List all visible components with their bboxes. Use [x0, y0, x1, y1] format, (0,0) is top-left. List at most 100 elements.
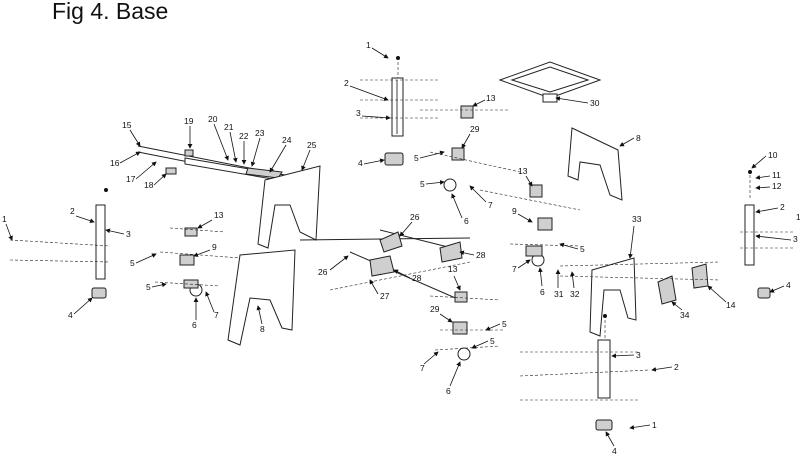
- callout: 15: [122, 120, 141, 147]
- callout: 26: [318, 255, 349, 277]
- svg-text:28: 28: [412, 273, 422, 283]
- callout: 2: [755, 202, 785, 214]
- leg-frame-8-right: [567, 127, 623, 201]
- callout: 24: [269, 135, 292, 173]
- svg-text:32: 32: [570, 289, 580, 299]
- callout: 32: [570, 271, 580, 299]
- callout: 2: [651, 362, 679, 372]
- svg-text:24: 24: [282, 135, 292, 145]
- svg-text:13: 13: [518, 166, 528, 176]
- svg-text:15: 15: [122, 120, 132, 130]
- svg-text:4: 4: [786, 280, 791, 290]
- callout: 6: [451, 193, 469, 226]
- callout: 1: [2, 214, 13, 241]
- callout: 26: [399, 212, 420, 237]
- callout: 29: [430, 304, 453, 323]
- leg-frame-33: [559, 257, 721, 337]
- svg-text:25: 25: [307, 140, 317, 150]
- callout: 30: [555, 96, 600, 108]
- wheel-assembly-left: [154, 227, 241, 297]
- svg-text:1: 1: [366, 40, 371, 50]
- callout: 5: [420, 179, 445, 189]
- svg-text:5: 5: [414, 153, 419, 163]
- svg-text:6: 6: [446, 386, 451, 396]
- callout: 16: [110, 151, 141, 168]
- callout: 3: [105, 228, 131, 239]
- callout: 13: [472, 93, 496, 107]
- callout: 3: [356, 108, 391, 121]
- svg-text:26: 26: [318, 267, 328, 277]
- svg-text:6: 6: [192, 320, 197, 330]
- callout: 25: [301, 140, 317, 171]
- callout: 1: [366, 40, 389, 59]
- svg-text:6: 6: [540, 287, 545, 297]
- svg-text:3: 3: [126, 229, 131, 239]
- svg-text:1: 1: [796, 212, 800, 222]
- svg-text:4: 4: [68, 310, 73, 320]
- callout: 5: [414, 150, 445, 163]
- svg-text:17: 17: [126, 174, 136, 184]
- callout: 12: [755, 181, 782, 191]
- callout: 11: [755, 170, 781, 180]
- svg-text:3: 3: [636, 350, 641, 360]
- svg-text:8: 8: [260, 324, 265, 334]
- callout: 1: [796, 212, 800, 222]
- svg-text:7: 7: [488, 200, 493, 210]
- svg-text:23: 23: [255, 128, 265, 138]
- svg-text:3: 3: [356, 108, 361, 118]
- svg-text:33: 33: [632, 214, 642, 224]
- callout: 5: [559, 242, 585, 254]
- wheel-assembly-right: [509, 243, 581, 267]
- svg-text:6: 6: [464, 216, 469, 226]
- leg-frame-8-center: [227, 249, 296, 346]
- callout: 6: [446, 361, 461, 396]
- cross-braces-26: [299, 229, 471, 301]
- svg-text:29: 29: [430, 304, 440, 314]
- svg-text:27: 27: [380, 291, 390, 301]
- leg-top-center: [360, 56, 440, 166]
- callout: 2: [70, 206, 95, 224]
- callout: 5: [146, 282, 167, 292]
- svg-text:5: 5: [130, 258, 135, 268]
- callout: 3: [611, 350, 641, 360]
- callout: 4: [68, 297, 93, 320]
- svg-text:12: 12: [772, 181, 782, 191]
- callout: 4: [358, 158, 385, 168]
- callout: 7: [205, 291, 219, 320]
- callout: 2: [344, 78, 389, 101]
- svg-text:14: 14: [726, 300, 736, 310]
- svg-text:13: 13: [486, 93, 496, 103]
- callout: 22: [239, 131, 249, 165]
- brackets-upper: [420, 105, 581, 231]
- callout: 20: [208, 114, 229, 161]
- callout: 17: [126, 161, 157, 184]
- svg-text:9: 9: [512, 206, 517, 216]
- svg-text:7: 7: [214, 310, 219, 320]
- callout: 9: [512, 206, 533, 223]
- wheel-assembly-center: [429, 291, 505, 361]
- svg-text:13: 13: [214, 210, 224, 220]
- callout: 10: [751, 150, 778, 169]
- callout: 4: [769, 280, 791, 293]
- leg-far-right: [740, 170, 795, 299]
- svg-text:1: 1: [652, 420, 657, 430]
- svg-text:8: 8: [636, 133, 641, 143]
- svg-text:13: 13: [448, 264, 458, 274]
- callout: 13: [197, 210, 224, 229]
- callout-labels: 1 2 3 4 13 30 8 29 5 5 6 7 13 10 11 12 2…: [2, 40, 800, 456]
- svg-text:26: 26: [410, 212, 420, 222]
- svg-text:20: 20: [208, 114, 218, 124]
- svg-text:5: 5: [580, 244, 585, 254]
- svg-text:7: 7: [420, 363, 425, 373]
- callout: 5: [130, 253, 157, 268]
- tray-30: [498, 61, 602, 103]
- svg-text:5: 5: [146, 282, 151, 292]
- callout: 19: [184, 116, 194, 149]
- callout: 7: [512, 259, 531, 274]
- svg-text:2: 2: [780, 202, 785, 212]
- figure-title: Fig 4. Base: [52, 0, 169, 24]
- svg-text:2: 2: [70, 206, 75, 216]
- svg-text:21: 21: [224, 122, 234, 132]
- svg-text:11: 11: [772, 170, 781, 180]
- callout: 8: [619, 133, 641, 147]
